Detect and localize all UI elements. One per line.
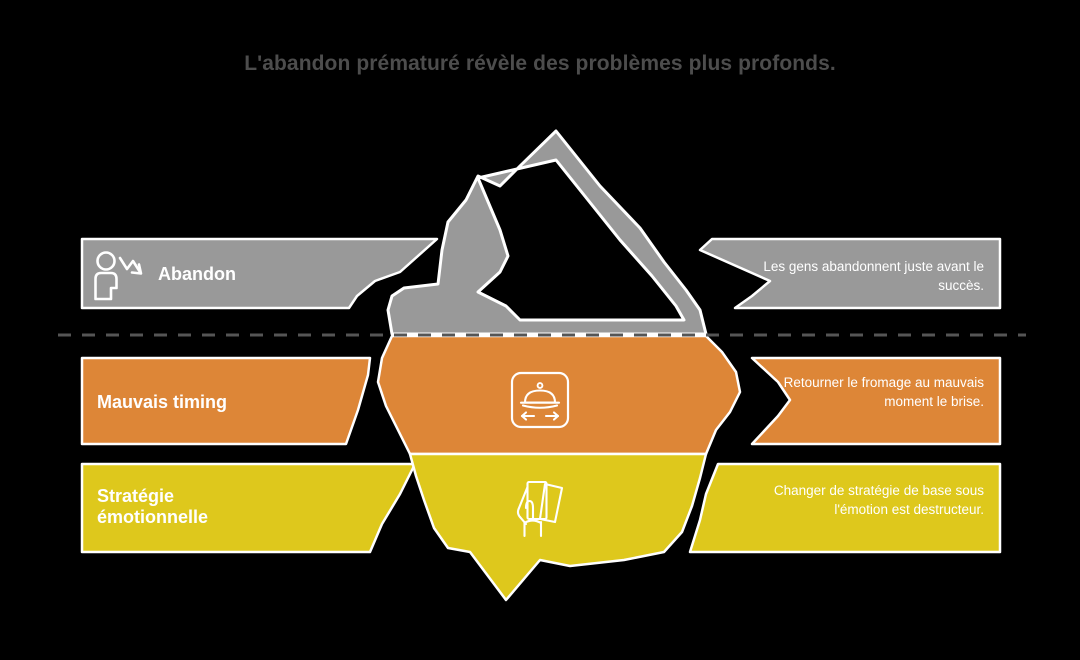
iceberg-tip — [386, 129, 708, 336]
band-left-abandon[interactable] — [80, 237, 439, 310]
page-title: L'abandon prématuré révèle des problèmes… — [244, 52, 836, 75]
band-description-timing: Retourner le fromage au mauvais moment l… — [783, 375, 984, 410]
band-label-timing: Mauvais timing — [97, 392, 228, 412]
iceberg-body-yellow — [408, 452, 708, 602]
band-label-strategie: Stratégie émotionnelle — [97, 486, 209, 528]
band-right-abandon[interactable] — [698, 237, 1002, 310]
band-description-abandon: Les gens abandonnent juste avant le succ… — [763, 259, 984, 294]
band-left-timing[interactable] — [80, 356, 372, 446]
person-dropout-icon — [92, 250, 152, 307]
band-label-abandon: Abandon — [158, 264, 236, 284]
band-right-strategie[interactable] — [688, 462, 1002, 554]
cloche-timing-icon — [510, 371, 570, 434]
iceberg-body-orange — [376, 334, 742, 456]
band-right-timing[interactable] — [750, 356, 1002, 446]
hand-holding-cards-icon — [512, 478, 572, 545]
band-description-strategie: Changer de stratégie de base sous l'émot… — [773, 483, 984, 518]
